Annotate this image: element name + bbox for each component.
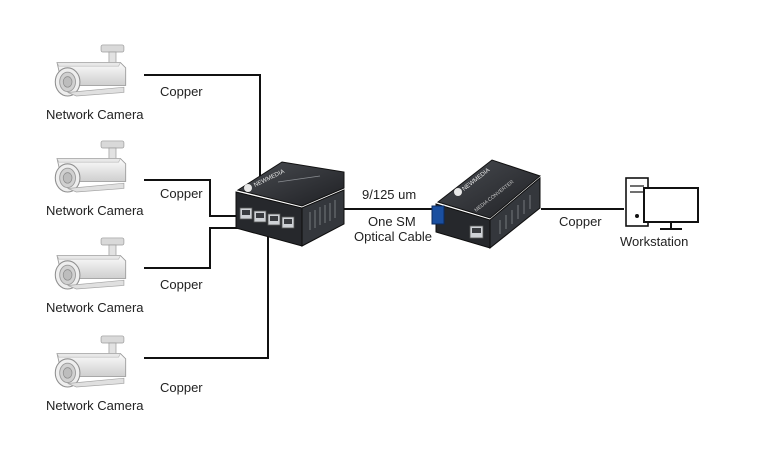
camera-2-label: Network Camera bbox=[46, 203, 144, 218]
camera-2: Network Camera bbox=[46, 140, 144, 218]
camera-3-label: Network Camera bbox=[46, 300, 144, 315]
workstation: Workstation bbox=[620, 177, 699, 249]
brand-logo-icon bbox=[244, 184, 252, 192]
copper-label-1: Copper bbox=[160, 84, 203, 99]
copper-wire-4 bbox=[144, 234, 269, 359]
network-camera-icon bbox=[54, 237, 127, 290]
copper-label-4: Copper bbox=[160, 380, 203, 395]
fiber-spec-label: 9/125 um bbox=[362, 187, 416, 202]
fiber-mode-label: One SM bbox=[368, 214, 416, 229]
network-camera-icon bbox=[54, 140, 127, 193]
workstation-label: Workstation bbox=[620, 234, 688, 249]
copper-label-2: Copper bbox=[160, 186, 203, 201]
camera-4-label: Network Camera bbox=[46, 398, 144, 413]
brand-logo-icon bbox=[454, 188, 462, 196]
network-camera-icon bbox=[54, 335, 127, 388]
media-converter: NEWMEDIA MEDIA CONVERTER bbox=[431, 159, 542, 250]
copper-wire-2 bbox=[144, 179, 244, 217]
network-camera-icon bbox=[54, 44, 127, 97]
camera-3: Network Camera bbox=[46, 237, 144, 315]
copper-wire-3 bbox=[144, 227, 250, 269]
camera-1-label: Network Camera bbox=[46, 107, 144, 122]
copper-wire-1 bbox=[144, 74, 261, 180]
fiber-cable-label: Optical Cable bbox=[354, 229, 432, 244]
sc-fiber-connector-icon bbox=[431, 205, 445, 225]
camera-4: Network Camera bbox=[46, 335, 144, 413]
workstation-copper-label: Copper bbox=[559, 214, 602, 229]
copper-label-3: Copper bbox=[160, 277, 203, 292]
fiber-switch: NEWMEDIA bbox=[235, 161, 345, 247]
monitor-icon bbox=[643, 187, 699, 223]
camera-1: Network Camera bbox=[46, 44, 144, 122]
rj45-ports bbox=[239, 207, 295, 229]
